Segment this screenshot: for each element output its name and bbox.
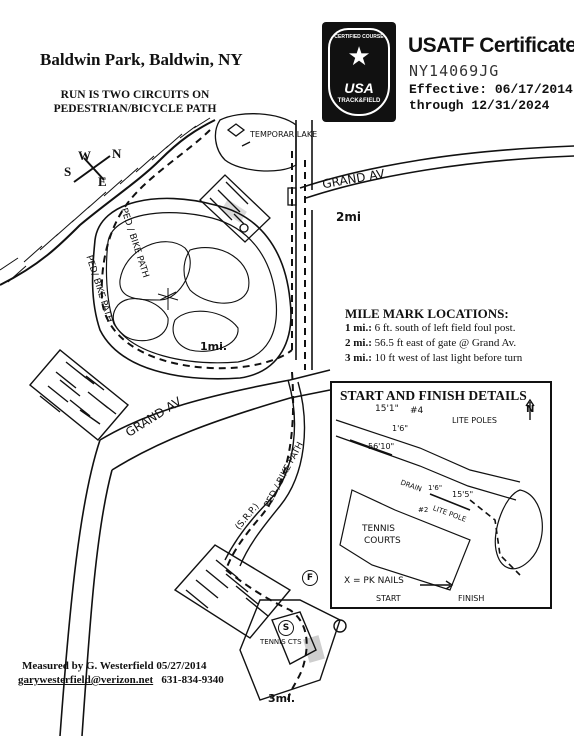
inset-lines [335,398,543,591]
inset-courts: COURTS [364,536,401,546]
inset-dim-4: 1'6" [428,484,443,492]
compass-cross-icon [73,155,111,183]
usatf-logo: CERTIFIED COURSE ★ USA TRACK&FIELD [322,22,396,122]
label-mile-3: 3mi. [268,692,296,705]
running-route [100,129,308,701]
compass-s: S [64,164,72,179]
inset-title: START AND FINISH DETAILS [340,388,527,403]
start-marker: S [278,620,294,636]
inset-dim-1: 15'1" [375,404,399,414]
label-temporary-lake: TEMPORAR LAKE [250,130,318,139]
logo-usa: USA [344,80,374,96]
ballfield-loop [91,197,292,380]
inset-tennis: TENNIS [362,524,396,534]
inset-start: START [376,594,401,603]
grand-av-road-left [59,369,331,736]
certificate-effective: Effective: 06/17/2014 [409,82,573,97]
contact-line: garywesterfield@verizon.net 631-834-9340 [18,674,224,686]
parking-lot-west [28,349,130,441]
compass-n: N [112,146,122,161]
inset-lite-poles: LITE POLES [452,416,498,425]
inset-dim-3: 56'10" [368,442,395,451]
mile-mark-3: 3 mi.: 10 ft west of last light before t… [345,352,523,364]
certificate-title: USATF Certificate [408,34,574,57]
contact-email[interactable]: garywesterfield@verizon.net [18,674,154,686]
parking-lot-north [199,174,297,243]
inset-pk-nails: X = PK NAILS [344,576,404,586]
inset-dim-2: 1'6" [392,424,409,433]
page-title: Baldwin Park, Baldwin, NY [40,50,243,69]
mile-mark-1: 1 mi.: 6 ft. south of left field foul po… [345,322,516,334]
mile-marks-heading: MILE MARK LOCATIONS: [345,306,509,321]
shoreline [0,117,216,286]
label-mile-2: 2mi [336,210,361,224]
compass-w: W [78,148,91,163]
south-complex [173,544,347,701]
measured-by: Measured by G. Westerfield 05/27/2014 [22,660,207,672]
inset-pole-2: #2 [418,506,429,514]
compass-rose: S W N E [64,146,124,189]
usatf-winged-logo-icon: ★ [347,42,371,71]
logo-org: TRACK&FIELD [337,98,381,104]
finish-marker: F [302,570,318,586]
certificate-through: through 12/31/2024 [409,98,550,113]
contact-phone: 631-834-9340 [161,674,224,686]
logo-top-text: CERTIFIED COURSE [334,34,384,40]
label-tennis-cts: TENNIS CTS [260,638,302,646]
grand-av-road-top [299,145,574,199]
temporary-lake [214,113,297,172]
inset-north: N [526,404,535,415]
logo-shield-outline [328,28,390,116]
label-mile-1: 1mi. [200,340,228,353]
compass-e: E [98,174,107,189]
inset-finish: FINISH [458,594,485,603]
start-finish-inset [330,381,552,609]
inset-pole-4: #4 [410,406,424,416]
ped-bike-path-south [224,379,306,567]
certificate-id: NY14069JG [409,62,500,80]
inset-dim-5: 15'5" [452,490,474,499]
mile-mark-2: 2 mi.: 56.5 ft east of gate @ Grand Av. [345,337,517,349]
course-subtitle: RUN IS TWO CIRCUITS ON PEDESTRIAN/BICYCL… [53,89,217,115]
